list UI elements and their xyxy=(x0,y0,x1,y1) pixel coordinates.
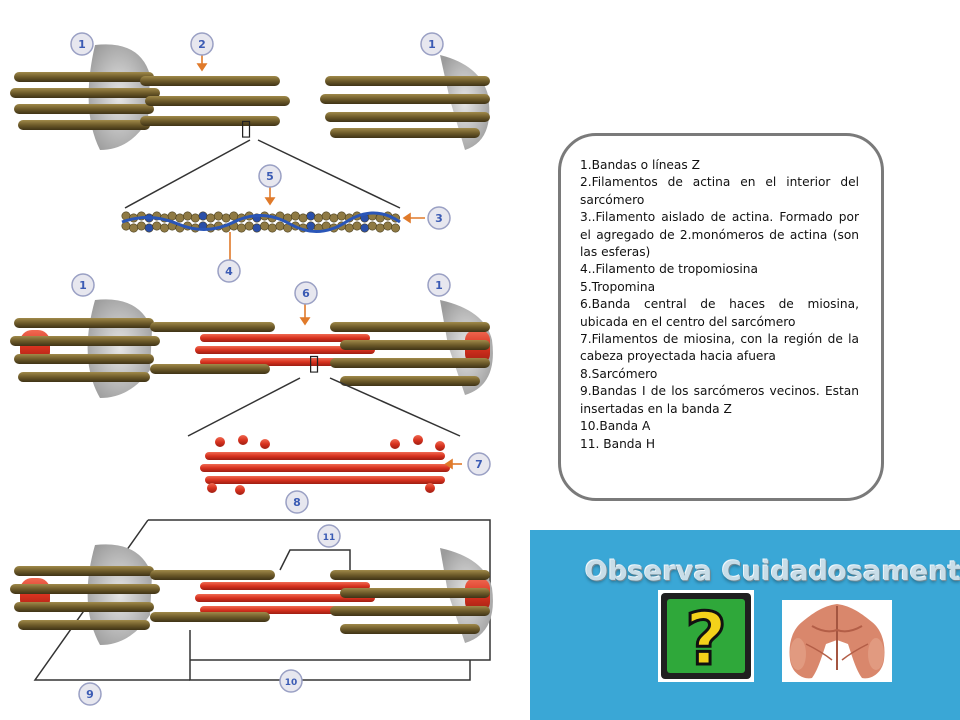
legend-item: 3..Filamento aislado de actina. Formado … xyxy=(580,210,859,260)
svg-text:7: 7 xyxy=(475,458,483,471)
callout-label-10: 10 xyxy=(279,669,303,693)
legend-item: 1.Bandas o líneas Z xyxy=(580,158,700,172)
legend-item: 10.Banda A xyxy=(580,419,651,434)
legend-item: 5.Tropomina xyxy=(580,279,656,294)
question-mark-icon: ? xyxy=(658,590,754,683)
callout-label-11: 11 xyxy=(317,524,341,548)
sarcomere-diagram: ▯ ▯ xyxy=(10,32,493,706)
callout-label-3: 3 xyxy=(427,206,451,230)
glyph-missing: ▯ xyxy=(240,116,252,141)
legend-item: 6.Banda central de haces de miosina, ubi… xyxy=(580,297,859,329)
isolated-myosin-filaments xyxy=(200,435,450,495)
legend-item: 9.Bandas I de los sarcómeros vecinos. Es… xyxy=(580,384,859,416)
svg-text:8: 8 xyxy=(293,496,301,509)
callout-label-7: 7 xyxy=(467,452,491,476)
svg-text:9: 9 xyxy=(86,688,94,701)
isolated-actin-filament xyxy=(121,210,401,236)
callout-label-4: 4 xyxy=(217,259,241,283)
svg-text:1: 1 xyxy=(428,38,436,51)
svg-text:1: 1 xyxy=(79,279,87,292)
legend-box: 1.Bandas o líneas Z 2.Filamentos de acti… xyxy=(558,133,884,501)
row2-filaments: ▯ xyxy=(10,299,493,398)
z-disc xyxy=(87,299,152,398)
svg-text:1: 1 xyxy=(435,279,443,292)
svg-text:2: 2 xyxy=(198,38,206,51)
svg-text:11: 11 xyxy=(323,533,336,543)
svg-text:5: 5 xyxy=(266,170,274,183)
legend-item: 8.Sarcómero xyxy=(580,366,658,381)
legend-item: 7.Filamentos de miosina, con la región d… xyxy=(580,332,859,364)
row1-filaments: ▯ xyxy=(10,44,490,150)
row3-filaments xyxy=(10,544,493,645)
svg-text:4: 4 xyxy=(225,265,233,278)
title-panel: Observa Cuidadosamente ? xyxy=(530,530,960,720)
callout-label-9: 9 xyxy=(78,682,102,706)
muscle-anatomy-icon xyxy=(782,600,892,682)
svg-text:10: 10 xyxy=(285,678,298,688)
panel-title: Observa Cuidadosamente xyxy=(585,556,960,587)
svg-text:1: 1 xyxy=(78,38,86,51)
callout-label-2: 2 xyxy=(190,32,214,56)
callout-label-1: 1 xyxy=(427,273,451,297)
svg-text:3: 3 xyxy=(435,212,443,225)
glyph-missing: ▯ xyxy=(308,351,320,376)
legend-item: 4..Filamento de tropomiosina xyxy=(580,262,758,277)
svg-text:6: 6 xyxy=(302,287,310,300)
callout-label-1: 1 xyxy=(70,32,94,56)
callout-label-5: 5 xyxy=(258,164,282,188)
svg-text:?: ? xyxy=(685,597,727,681)
callout-label-1: 1 xyxy=(71,273,95,297)
legend-item: 11. Banda H xyxy=(580,436,656,451)
legend-item: 2.Filamentos de actina en el interior de… xyxy=(580,175,859,207)
callout-label-1: 1 xyxy=(420,32,444,56)
callout-label-8: 8 xyxy=(285,490,309,514)
callout-label-6: 6 xyxy=(294,281,318,305)
